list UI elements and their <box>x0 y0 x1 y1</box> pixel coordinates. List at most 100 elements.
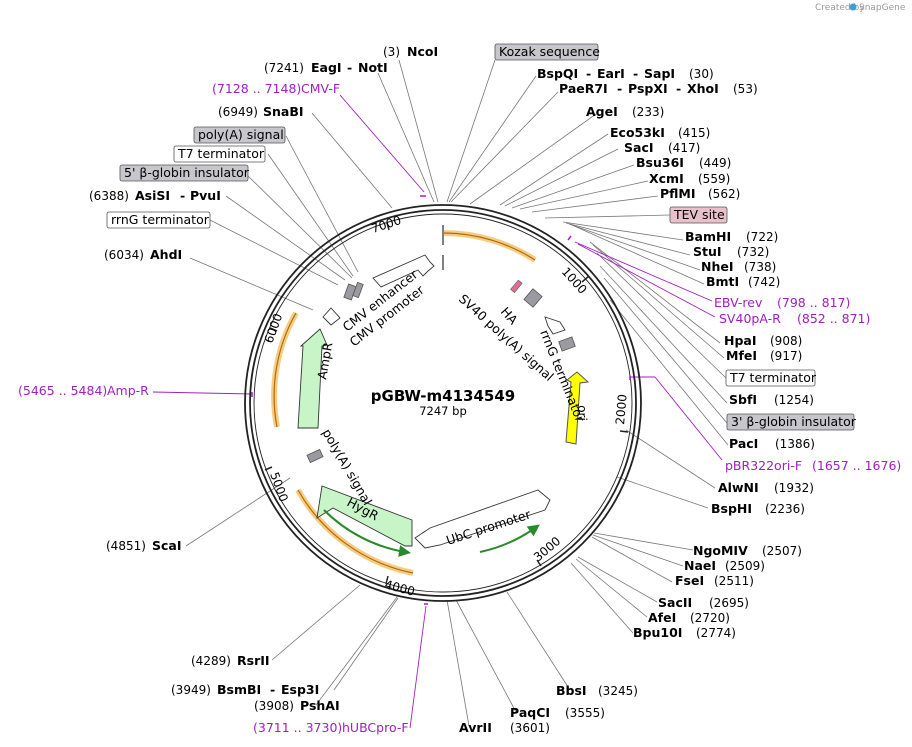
t7-left-box-label: T7 terminator <box>177 146 265 161</box>
orf-arrow-top <box>443 232 536 261</box>
afei-name: AfeI <box>648 610 676 625</box>
bsmbi-name: BsmBI <box>217 682 261 697</box>
polya-box <box>193 126 286 144</box>
cmvf-range: (7128 .. 7148) <box>212 81 301 96</box>
paci-pos: (1386) <box>775 437 815 451</box>
polya-box-label: poly(A) signal <box>198 127 284 142</box>
naei-pos: (2509) <box>725 559 765 573</box>
esp3i-name: Esp3I <box>281 682 319 697</box>
pbr-range: (1657 .. 1676) <box>812 458 901 473</box>
paqci-name: PaqCI <box>510 705 550 720</box>
cmv-enhancer-arrow <box>372 254 435 288</box>
ampr-label: AmpR <box>314 341 335 381</box>
orf-arrow-left <box>273 312 297 428</box>
feature-box-ha-region <box>523 288 543 308</box>
globin-left-box-label: 5' β-globin insulator <box>124 165 250 180</box>
scai-pos: (4851) <box>106 539 146 553</box>
cmv-promoter-arrow <box>322 307 341 326</box>
sv40pa-name: SV40pA-R <box>719 311 781 326</box>
agei-name: AgeI <box>586 104 618 119</box>
ampr-primer-name: Amp-R <box>107 383 149 398</box>
sacii-name: SacII <box>658 595 692 610</box>
sv40-arrow <box>544 316 566 335</box>
eco53ki-name: Eco53kI <box>610 125 665 140</box>
ruler-circle <box>253 213 633 593</box>
ebv-name: EBV-rev <box>714 295 763 310</box>
feature-box-polya-inner <box>306 448 324 464</box>
afei-pos: (2720) <box>690 611 730 625</box>
rrng-left-box-label: rrnG terminator <box>111 212 210 227</box>
mfei-pos: (917) <box>770 349 802 363</box>
bspqi-pos: (30) <box>689 67 714 81</box>
svg-text:-: - <box>347 60 352 75</box>
sacii-pos: (2695) <box>709 596 749 610</box>
scai-name: ScaI <box>152 538 182 553</box>
asisi-name: AsiSI <box>135 188 170 203</box>
avrii-name: AvrII <box>459 720 492 735</box>
tev-box-label: TEV site <box>673 207 725 222</box>
primer-ticks <box>251 195 631 605</box>
saci-name: SacI <box>624 140 654 155</box>
eagi-pos: (7241) <box>264 61 304 75</box>
bamhi-pos: (722) <box>746 230 778 244</box>
feature-box-tev <box>510 279 523 293</box>
ncoi-name: NcoI <box>407 44 438 59</box>
eagi-name: EagI <box>311 60 342 75</box>
hubc-name: hUBCpro-F <box>342 720 409 735</box>
xcmi-pos: (559) <box>698 172 730 186</box>
rsrii-name: RsrII <box>237 653 270 668</box>
pflmi-pos: (562) <box>708 187 740 201</box>
credit-text: Created by <box>815 3 865 13</box>
svg-text:-: - <box>617 81 622 96</box>
pshai-pos: (3908) <box>254 699 294 713</box>
eco53ki-pos: (415) <box>678 126 710 140</box>
bmti-name: BmtI <box>706 274 739 289</box>
leader-lines <box>185 59 729 727</box>
brand-text: SnapGene <box>859 3 906 13</box>
bbsi-name: BbsI <box>556 683 587 698</box>
bsu36i-name: Bsu36I <box>636 155 684 170</box>
sv40pa-range: (852 .. 871) <box>797 311 870 326</box>
bbsi-pos: (3245) <box>598 684 638 698</box>
plasmid-length: 7247 bp <box>419 404 467 418</box>
plasmid-name: pGBW-m4134549 <box>371 387 515 405</box>
ampr-arrow <box>297 328 328 429</box>
backbone-inner <box>249 209 637 597</box>
nhei-name: NheI <box>701 259 734 274</box>
feature-box-rrng <box>558 336 576 352</box>
ori-arrow <box>565 371 590 445</box>
bsphi-pos: (2236) <box>765 502 805 516</box>
ncoi-pos: (3) <box>383 45 400 59</box>
pbr-name: pBR322ori-F <box>725 458 802 473</box>
bsmbi-pos: (3949) <box>171 683 211 697</box>
mfei-name: MfeI <box>726 348 757 363</box>
ruler-label-2000: 2000 <box>613 394 630 426</box>
ampr-primer-range: (5465 .. 5484) <box>18 383 107 398</box>
ruler-label-1000: 1000 <box>559 265 590 297</box>
cmvf-name: CMV-F <box>301 81 340 96</box>
t7-right-box-label: T7 terminator <box>729 370 817 385</box>
ubc-promoter-arrow <box>414 489 551 549</box>
asisi-pos: (6388) <box>89 189 129 203</box>
ahdi-pos: (6034) <box>104 248 144 262</box>
bamhi-name: BamHI <box>685 229 731 244</box>
eari-name: EarI <box>597 66 625 81</box>
naei-name: NaeI <box>684 558 716 573</box>
bpu10i-name: Bpu10I <box>633 625 682 640</box>
svg-text:-: - <box>633 66 638 81</box>
ebv-range: (798 .. 817) <box>777 295 850 310</box>
sbfi-name: SbfI <box>729 392 757 407</box>
bpu10i-pos: (2774) <box>696 626 736 640</box>
fsei-pos: (2511) <box>714 574 754 588</box>
ori-label: ori <box>575 405 589 421</box>
snabi-name: SnaBI <box>263 104 304 119</box>
kozak-box <box>494 43 599 61</box>
ubc-orf <box>479 524 540 553</box>
ahdi-name: AhdI <box>150 247 182 262</box>
nhei-pos: (738) <box>744 260 776 274</box>
kozak-box-label: Kozak sequence <box>499 44 600 59</box>
feature-box-insulator <box>352 281 364 299</box>
t7-left-box <box>173 145 266 163</box>
globin-right-box <box>726 413 855 431</box>
paer7i-pos: (53) <box>733 82 758 96</box>
